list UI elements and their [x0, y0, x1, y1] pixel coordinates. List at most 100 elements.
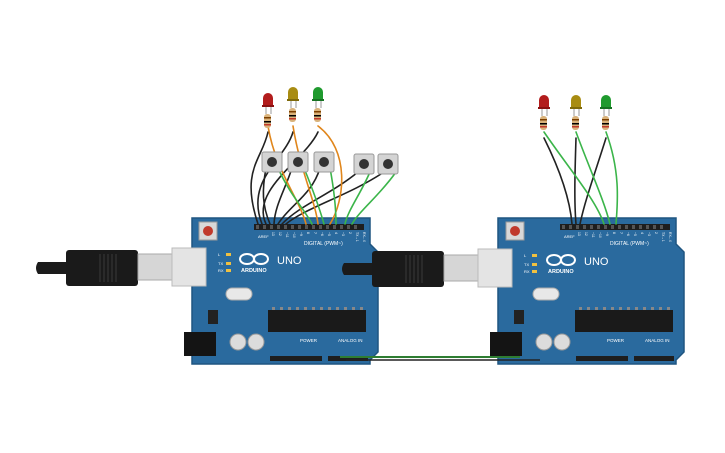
resistor-yellow-right — [572, 116, 579, 130]
pin-label-right-10: ~3 — [647, 232, 651, 236]
push-button-5-left[interactable] — [377, 153, 399, 175]
digital-label-right: DIGITAL (PWM~) — [610, 241, 649, 247]
aref-label-left: AREF — [258, 234, 269, 239]
digital-header-left — [254, 224, 364, 230]
led-l-right — [532, 254, 537, 257]
leds-left — [262, 87, 324, 128]
wire-green-led-red-right — [543, 131, 605, 225]
crystal-left — [225, 287, 253, 301]
usb-port-right — [477, 248, 513, 288]
power-label-right: POWER — [607, 338, 625, 343]
usb-plug-right — [372, 251, 444, 287]
arduino-logo-left: ARDUINO UNO — [239, 253, 302, 274]
buttons-left — [261, 151, 399, 175]
arduino-wordmark-right: ARDUINO — [548, 269, 574, 275]
aref-label-right: AREF — [564, 234, 575, 239]
regulator-right — [514, 310, 524, 324]
capacitor-1-right — [535, 333, 553, 351]
wire-green-btn3-left — [329, 167, 337, 225]
pin-label-left-8: ~5 — [327, 232, 331, 236]
power-header-left — [270, 356, 322, 361]
pin-label-left-2: ~11 — [285, 232, 289, 238]
wire-green-btn1-left — [277, 167, 313, 225]
led-l-left — [226, 253, 231, 256]
pin-label-right-2: ~11 — [591, 232, 595, 238]
wire-green-led-green-right — [605, 131, 619, 225]
push-button-3-left[interactable] — [313, 151, 335, 173]
pin-label-right-3: ~10 — [598, 232, 602, 238]
usb-cable-right-boot — [342, 263, 374, 275]
atmega-chip-right-pins — [579, 307, 670, 310]
power-jack-left — [184, 332, 216, 356]
resistor-red-left — [264, 114, 271, 128]
crystal-right — [532, 287, 560, 301]
led-label-tx-right: TX — [524, 262, 529, 267]
wire-orange-led-red-left — [267, 125, 307, 225]
wire-black-btn4-left — [281, 171, 359, 225]
led-yellow-left[interactable] — [287, 87, 299, 101]
resistor-red-right — [540, 116, 547, 130]
wire-black-btn5-left — [285, 171, 385, 225]
arduino-board-left: AREF DIGITAL (PWM~) ARDUINO UNO L TX RX — [171, 217, 379, 365]
pin-label-right-12: TX→1 — [661, 232, 665, 242]
usb-connector-right — [443, 254, 479, 282]
led-red-right[interactable] — [538, 95, 550, 109]
usb-port-left-front — [171, 247, 207, 287]
wire-green-led-yellow-right — [575, 131, 611, 225]
reset-cap-right — [510, 226, 520, 236]
led-legs-right — [541, 109, 610, 116]
pin-label-left-12: TX→1 — [355, 232, 359, 242]
resistor-green-right — [602, 116, 609, 130]
pin-label-left-13: RX←0 — [362, 232, 366, 242]
digital-header-left-pins — [256, 225, 357, 229]
pin-label-left-6: 7 — [313, 232, 317, 234]
pin-label-right-6: 7 — [619, 232, 623, 234]
leds-right — [538, 95, 612, 130]
led-label-rx-left: RX — [218, 268, 224, 273]
atmega-chip-left-pins — [272, 307, 363, 310]
usb-plug-right-grip — [405, 255, 423, 283]
power-header-right — [576, 356, 628, 361]
led-tx-left — [226, 262, 231, 265]
led-tx-right — [532, 263, 537, 266]
push-button-2-left[interactable] — [287, 151, 309, 173]
digital-header-right-pins — [562, 225, 663, 229]
atmega-chip-right — [575, 310, 673, 332]
wire-black-led-red-right — [543, 137, 573, 225]
arduino-board-right: AREF DIGITAL (PWM~) ARDUINO UNO L TX RX … — [477, 217, 685, 365]
pin-label-left-7: ~6 — [320, 232, 324, 236]
pin-label-left-9: 4 — [334, 232, 338, 234]
pin-label-right-0: 13 — [577, 232, 581, 236]
wires-left — [250, 125, 397, 225]
pin-label-right-5: 8 — [612, 232, 616, 234]
pin-label-left-4: ~9 — [299, 232, 303, 236]
wire-black-led-yellow-right — [574, 137, 577, 225]
wire-green-btn4-left — [344, 171, 371, 225]
led-rx-right — [532, 270, 537, 273]
pin-label-left-1: 12 — [278, 232, 282, 236]
wire-black-led-red-left — [250, 131, 269, 225]
wire-green-btn2-left — [303, 167, 325, 225]
led-yellow-right[interactable] — [570, 95, 582, 109]
push-button-1-left[interactable] — [261, 151, 283, 173]
analog-header-left — [328, 356, 368, 361]
pin-label-left-10: ~3 — [341, 232, 345, 236]
led-label-rx-right: RX — [524, 269, 530, 274]
pin-label-right-13: RX←0 — [668, 232, 672, 242]
pin-label-right-7: ~6 — [626, 232, 630, 236]
led-green-left[interactable] — [312, 87, 324, 101]
led-green-right[interactable] — [600, 95, 612, 109]
resistor-yellow-left — [289, 108, 296, 122]
push-button-4-left[interactable] — [353, 153, 375, 175]
power-jack-right — [490, 332, 522, 356]
led-label-tx-left: TX — [218, 261, 223, 266]
reset-cap-left — [203, 226, 213, 236]
wire-black-led-green-right — [579, 137, 607, 225]
capacitor-2-right — [553, 333, 571, 351]
led-red-left[interactable] — [262, 93, 274, 107]
wires-right — [543, 131, 619, 225]
led-label-l-right: L — [524, 253, 527, 258]
pin-label-right-9: 4 — [640, 232, 644, 234]
power-label-left: POWER — [300, 338, 318, 343]
pin-label-right-4: ~9 — [605, 232, 609, 236]
